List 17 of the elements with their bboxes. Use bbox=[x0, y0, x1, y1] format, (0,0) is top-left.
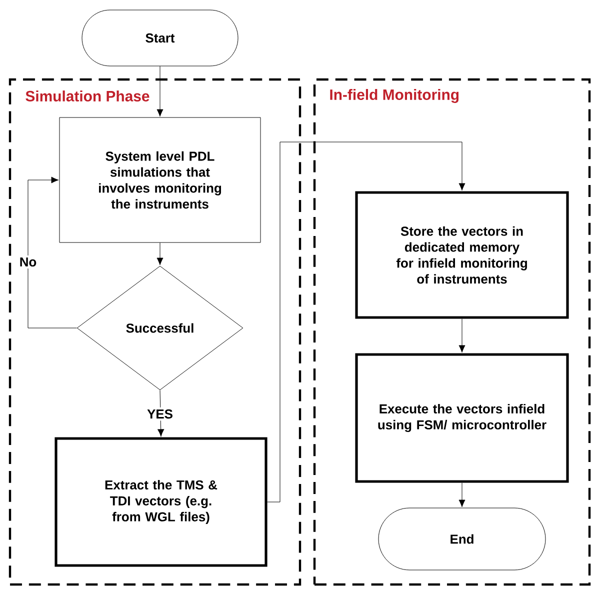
arrow bbox=[458, 318, 466, 353]
start-terminal: Start bbox=[82, 10, 238, 66]
process-box: Store the vectors in dedicated memory for infield monitoring of instruments bbox=[355, 191, 569, 319]
process-box: Extract the TMS & TDI vectors (e.g. from WGL files) bbox=[54, 437, 268, 567]
arrow bbox=[28, 176, 77, 328]
process-box: System level PDL simulations that involves monitoring the instruments bbox=[59, 117, 261, 243]
edge-label: No bbox=[17, 255, 39, 268]
end-terminal: End bbox=[378, 508, 546, 570]
arrow bbox=[458, 482, 466, 508]
section-heading: Simulation Phase bbox=[26, 90, 150, 102]
edge-label: YES bbox=[145, 407, 175, 421]
section-heading: In-field Monitoring bbox=[330, 89, 459, 103]
process-box: Execute the vectors infield using FSM/ microcontroller bbox=[355, 353, 569, 483]
arrow bbox=[156, 66, 164, 117]
arrow bbox=[156, 242, 164, 266]
arrow bbox=[267, 142, 466, 502]
arrow bbox=[158, 390, 164, 437]
